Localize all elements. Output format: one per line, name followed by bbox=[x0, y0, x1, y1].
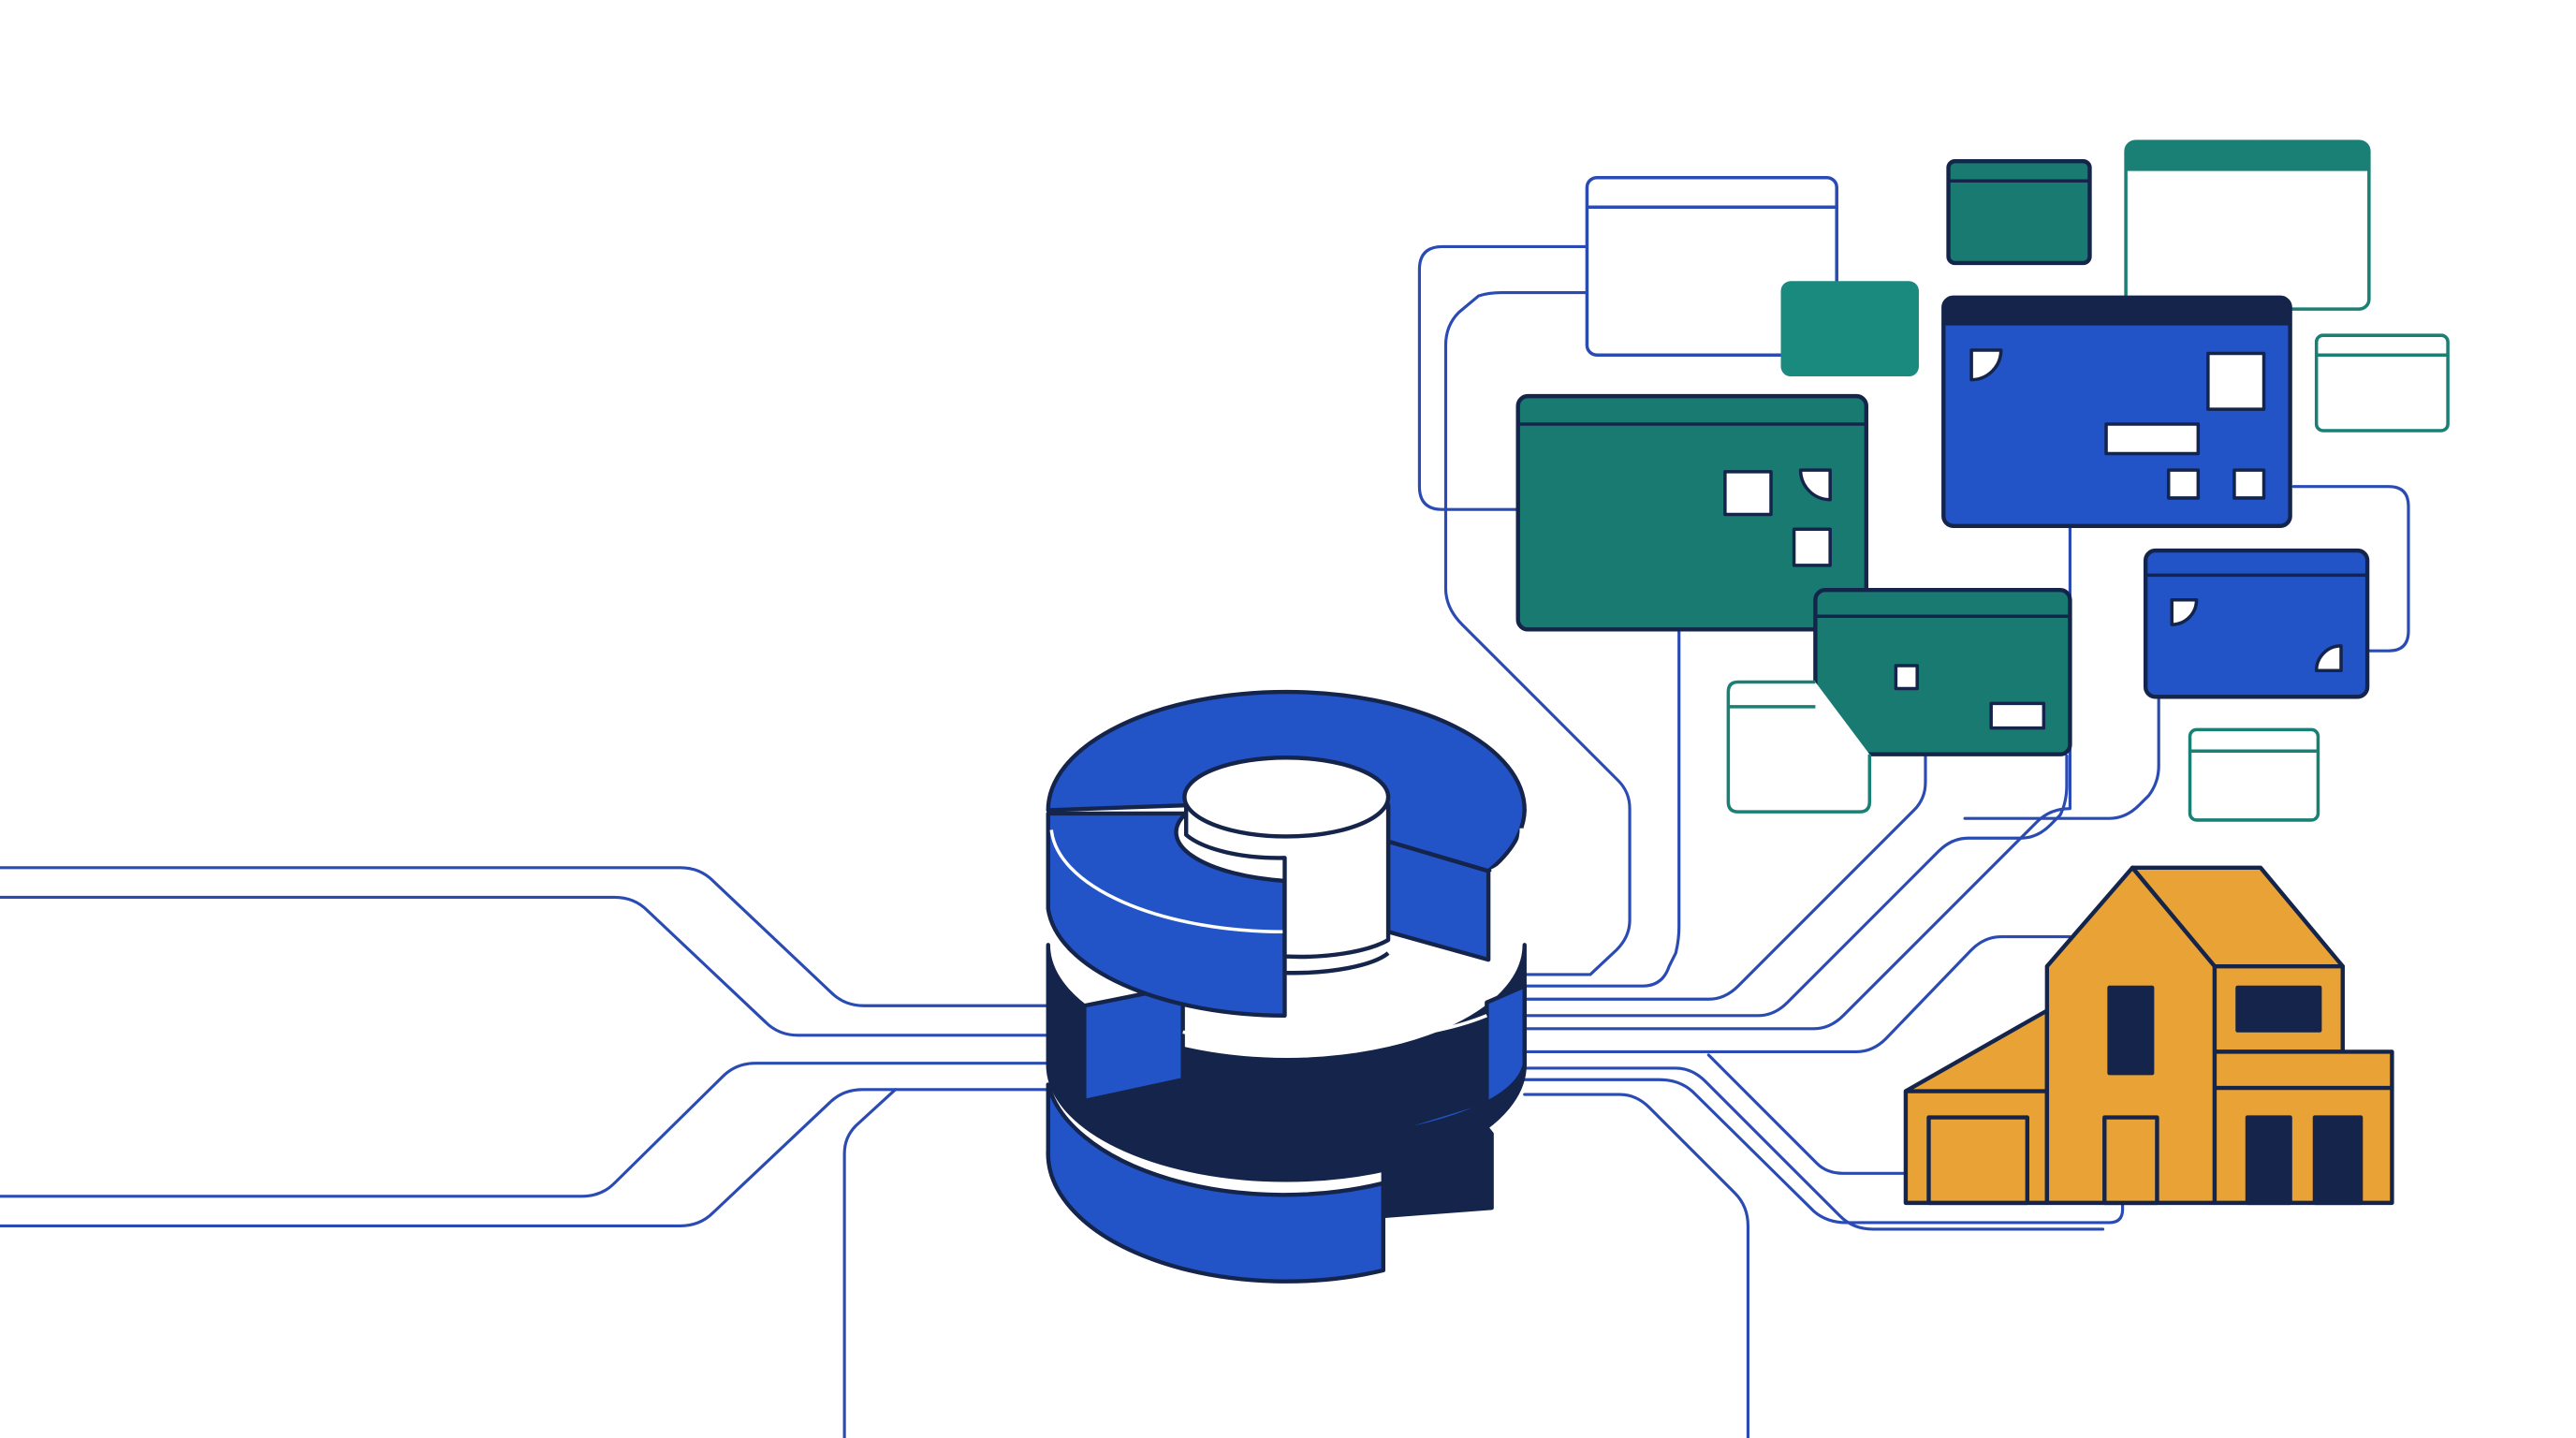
database-icon bbox=[1046, 689, 1527, 1284]
connector-lines bbox=[0, 244, 2410, 1438]
connector-line bbox=[1706, 1053, 1908, 1175]
connector-line bbox=[2291, 485, 2410, 653]
connector-line bbox=[0, 895, 1053, 1037]
database-bottom-tier bbox=[1046, 1082, 1385, 1284]
connector-line bbox=[1443, 290, 1632, 976]
connector-line bbox=[0, 866, 1053, 1007]
app-window-icon bbox=[1585, 175, 1838, 357]
database-core-side bbox=[1183, 802, 1391, 960]
database-middle-blue-wedge bbox=[1082, 984, 1185, 1104]
app-window-icon bbox=[2124, 139, 2371, 311]
connector-line bbox=[1523, 524, 2072, 1031]
database-top-highlight-right bbox=[1490, 828, 1523, 873]
app-window-icon bbox=[2143, 548, 2370, 699]
app-window-icon bbox=[1941, 295, 2292, 528]
connector-line bbox=[1523, 1066, 2105, 1231]
connector-line bbox=[1523, 751, 1927, 1001]
house-right-lower bbox=[2212, 1049, 2394, 1206]
connector-line bbox=[1523, 627, 1681, 988]
app-window-icon bbox=[1515, 393, 1868, 632]
connector-line bbox=[1963, 695, 2160, 820]
connector-line bbox=[0, 1062, 1053, 1198]
database-core-base bbox=[1284, 951, 1390, 976]
app-window-icon bbox=[1813, 588, 2072, 756]
database-top-highlight bbox=[1049, 829, 1285, 934]
connector-line bbox=[1523, 754, 2069, 1018]
app-window-icon bbox=[1726, 680, 1872, 814]
database-middle-lip bbox=[1182, 1014, 1488, 1045]
connector-line bbox=[1523, 934, 2072, 1053]
house-window bbox=[2235, 985, 2322, 1033]
database-core-top bbox=[1182, 756, 1391, 839]
house-icon bbox=[1903, 865, 2394, 1206]
house-window bbox=[2107, 985, 2155, 1076]
connector-line bbox=[1417, 244, 1589, 511]
house-window bbox=[2245, 1115, 2292, 1206]
house-front-door bbox=[2102, 1115, 2159, 1206]
connector-line bbox=[1523, 1093, 1750, 1438]
house-garage-door bbox=[1926, 1115, 2029, 1206]
database-middle-blue-right bbox=[1378, 984, 1527, 1137]
connector-line bbox=[842, 1088, 898, 1438]
house-window bbox=[2312, 1115, 2364, 1206]
app-window-icon bbox=[2314, 333, 2450, 433]
app-window-icon bbox=[2188, 727, 2320, 822]
connector-line bbox=[0, 1088, 1053, 1228]
app-window-icon bbox=[1780, 281, 1919, 377]
connector-line bbox=[1523, 1078, 2125, 1225]
app-window-icon bbox=[1946, 158, 2092, 266]
database-top-tier bbox=[1046, 811, 1287, 1018]
